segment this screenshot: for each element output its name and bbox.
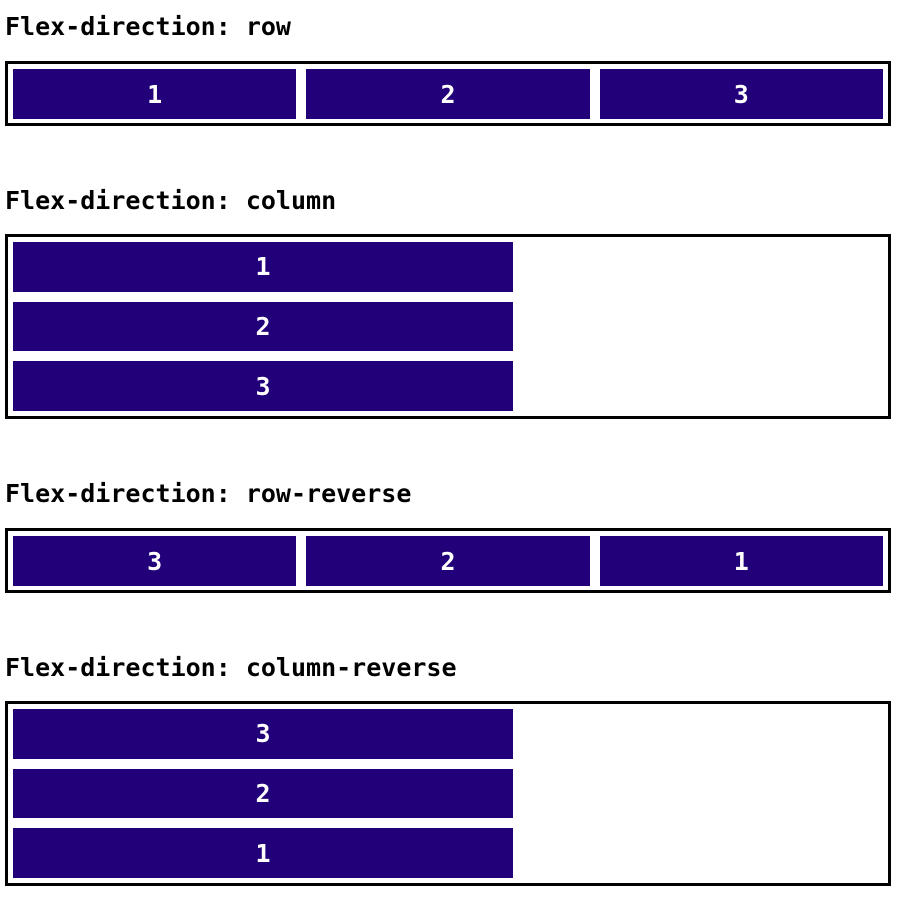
section-heading: Flex-direction: column <box>5 186 337 215</box>
section-row-reverse: Flex-direction: row-reverse 3 2 1 <box>5 479 891 593</box>
flex-item: 3 <box>599 69 883 119</box>
section-heading: Flex-direction: column-reverse <box>5 653 457 682</box>
section-heading: Flex-direction: row <box>5 12 291 41</box>
flex-item: 2 <box>13 301 513 352</box>
flex-item: 1 <box>13 828 513 879</box>
flex-item: 2 <box>306 536 590 586</box>
flex-item: 2 <box>306 69 590 119</box>
flex-item: 3 <box>13 709 513 759</box>
flex-item: 1 <box>13 69 297 119</box>
flex-container-row: 1 2 3 <box>5 61 891 126</box>
section-column: Flex-direction: column 1 2 3 <box>5 186 891 419</box>
flex-container-column-reverse: 3 2 1 <box>5 701 891 886</box>
flex-container-column: 1 2 3 <box>5 234 891 419</box>
section-column-reverse: Flex-direction: column-reverse 3 2 1 <box>5 653 891 886</box>
flex-item: 1 <box>599 536 883 586</box>
flex-item: 1 <box>13 242 513 292</box>
flex-item: 2 <box>13 768 513 819</box>
flex-container-row-reverse: 3 2 1 <box>5 528 891 593</box>
section-heading: Flex-direction: row-reverse <box>5 479 412 508</box>
flex-item: 3 <box>13 536 297 586</box>
section-row: Flex-direction: row 1 2 3 <box>5 12 891 126</box>
flex-item: 3 <box>13 361 513 412</box>
